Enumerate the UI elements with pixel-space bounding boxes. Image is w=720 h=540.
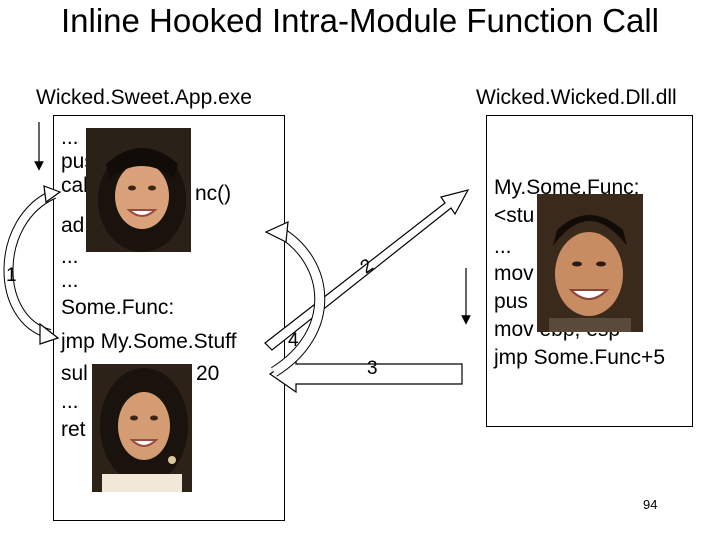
step-label-1: 1 — [6, 265, 17, 286]
left-code-line: ... — [61, 126, 79, 149]
arrow-3-shape — [268, 354, 463, 394]
slide-title: Inline Hooked Intra-Module Function Call — [61, 2, 659, 39]
photo-woman-earrings — [92, 364, 192, 492]
right-code-line: mov — [494, 262, 534, 285]
right-code-line: pus — [494, 290, 528, 313]
left-code-line: Some.Func: — [61, 296, 175, 319]
step-label-4: 4 — [288, 330, 299, 351]
right-code-line: jmp Some.Func+5 — [494, 346, 665, 369]
right-module-name: Wicked.Wicked.Dll.dll — [476, 86, 677, 109]
page-number: 94 — [643, 497, 658, 512]
left-code-line: cal — [61, 174, 88, 197]
photo-man-smiling — [537, 194, 643, 332]
right-code-line: <stu — [494, 204, 535, 227]
left-module-name: Wicked.Sweet.App.exe — [36, 86, 252, 109]
left-code-line: jmp My.Some.Stuff — [61, 330, 237, 353]
left-code-line: ... — [61, 390, 79, 413]
left-code-line: ... — [61, 245, 79, 268]
right-code-line: My.Some.Func: — [494, 176, 640, 199]
left-code-line: 20 — [196, 362, 220, 385]
right-code-line: ... — [494, 235, 512, 258]
left-code-line: ret — [61, 418, 86, 441]
photo-woman-smiling — [86, 128, 191, 252]
left-code-line: ... — [61, 269, 79, 292]
left-code-line: ad — [61, 214, 85, 237]
left-code-line: nc() — [195, 182, 232, 205]
left-code-line: sul — [61, 362, 88, 385]
step-label-3: 3 — [367, 358, 378, 379]
